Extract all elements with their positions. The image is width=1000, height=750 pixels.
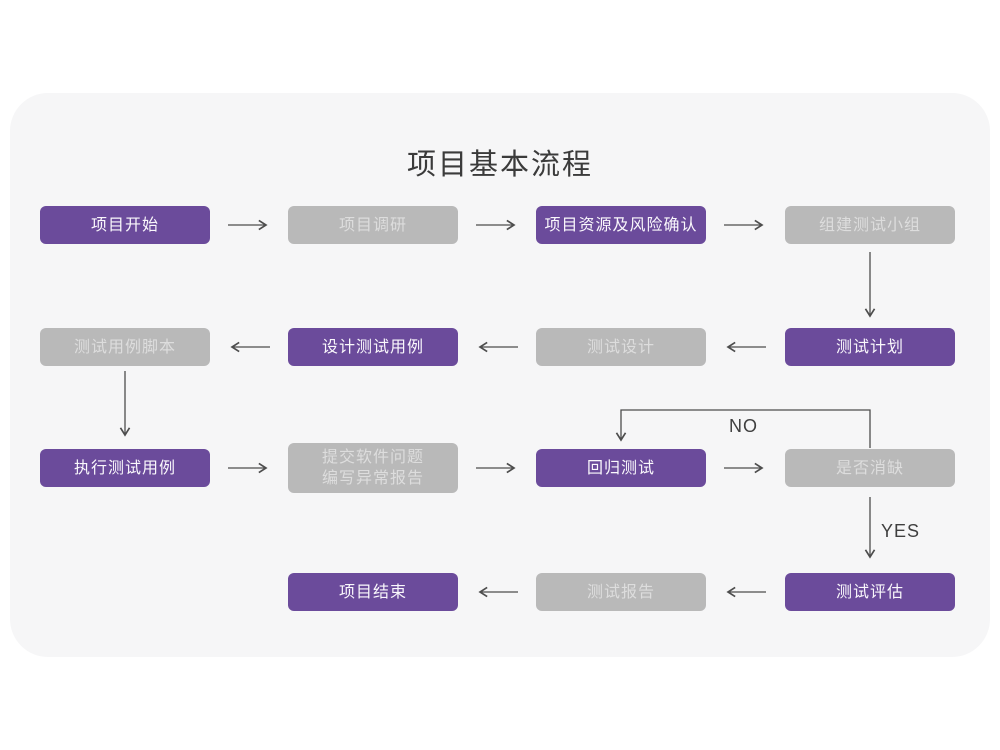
node-project-end: 项目结束 (288, 573, 458, 611)
edge-label-no: NO (729, 416, 758, 436)
node-test-case-script: 测试用例脚本 (40, 328, 210, 366)
node-design-test-cases: 设计测试用例 (288, 328, 458, 366)
node-test-evaluation: 测试评估 (785, 573, 955, 611)
node-test-report: 测试报告 (536, 573, 706, 611)
flowchart-card (10, 93, 990, 657)
node-build-test-team: 组建测试小组 (785, 206, 955, 244)
node-project-resources: 项目资源及风险确认 (536, 206, 706, 244)
node-test-plan: 测试计划 (785, 328, 955, 366)
node-submit-issue-report: 提交软件问题 编写异常报告 (288, 443, 458, 493)
node-defect-resolved: 是否消缺 (785, 449, 955, 487)
node-execute-test-cases: 执行测试用例 (40, 449, 210, 487)
diagram-title: 项目基本流程 (406, 149, 593, 181)
node-project-start: 项目开始 (40, 206, 210, 244)
edge-label-yes: YES (881, 521, 921, 541)
node-project-research: 项目调研 (288, 206, 458, 244)
node-test-design: 测试设计 (536, 328, 706, 366)
node-regression-test: 回归测试 (536, 449, 706, 487)
